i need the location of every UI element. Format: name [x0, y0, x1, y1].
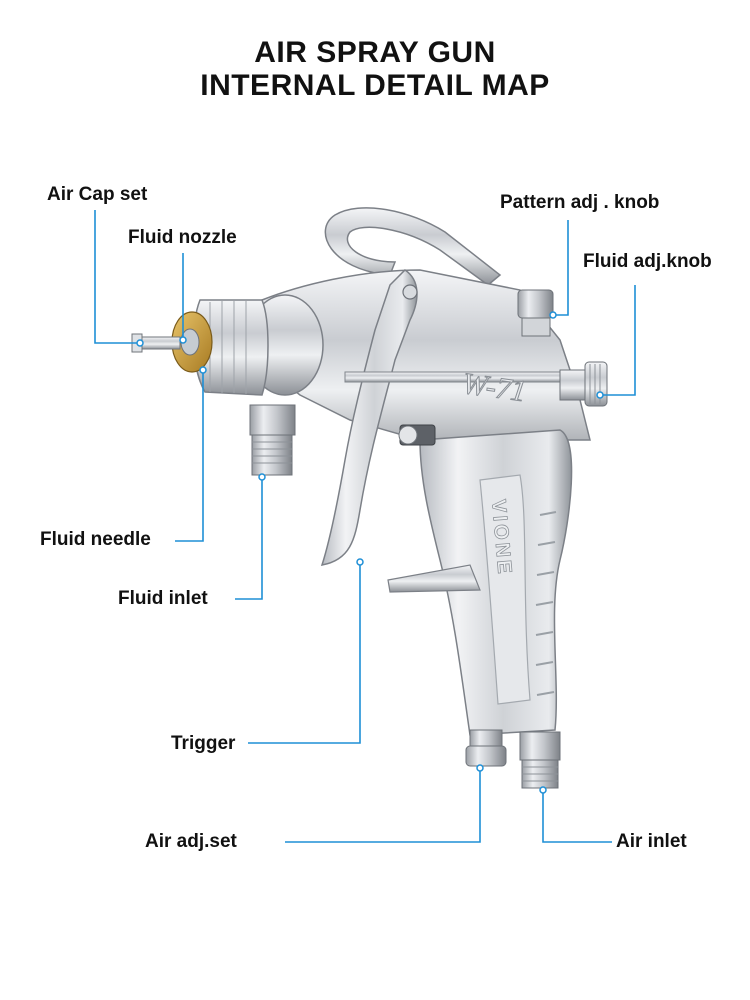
label-fluid-needle: Fluid needle — [40, 529, 151, 550]
leader-air-adj-set — [285, 768, 481, 843]
handle-brand-panel — [479, 474, 531, 705]
pattern-adj-knob — [517, 289, 554, 319]
air-adj-set-knob — [465, 745, 507, 767]
hanging-hook — [324, 207, 502, 286]
label-fluid-nozzle: Fluid nozzle — [128, 227, 237, 248]
fluid-adj-knob — [584, 361, 608, 407]
leader-fluid-needle — [175, 370, 204, 542]
leader-air-cap-set — [94, 210, 140, 344]
trigger-lever — [320, 269, 418, 566]
air-cap-horn — [137, 336, 181, 350]
trigger-pivot — [402, 284, 418, 300]
needle-rod — [344, 371, 576, 383]
finger-rest — [387, 564, 481, 593]
label-air-cap-set: Air Cap set — [47, 184, 148, 205]
diagram-title-line-1: AIR SPRAY GUN — [254, 36, 496, 69]
label-pattern-adj-knob: Pattern adj . knob — [500, 192, 660, 213]
fluid-adj-knob-stem — [559, 369, 589, 401]
fluid-inlet-thread — [251, 434, 293, 476]
diagram-title-line-2: INTERNAL DETAIL MAP — [200, 69, 550, 102]
fluid-inlet-hex — [249, 404, 296, 436]
leader-fluid-adj-knob — [600, 285, 636, 396]
leader-fluid-inlet — [235, 477, 263, 600]
handle-grip-ridges — [535, 511, 557, 696]
leader-end-dots — [136, 311, 604, 794]
air-adj-set-body — [469, 729, 503, 747]
leader-lines — [94, 210, 636, 843]
air-inlet-hex — [519, 731, 561, 761]
label-trigger: Trigger — [171, 733, 236, 754]
label-fluid-inlet: Fluid inlet — [118, 588, 208, 609]
leader-trigger — [248, 562, 361, 744]
label-fluid-adj-knob: Fluid adj.knob — [583, 251, 712, 272]
label-air-adj-set: Air adj.set — [145, 831, 237, 852]
leader-pattern-adj-knob — [553, 220, 569, 316]
leader-air-inlet — [542, 790, 612, 843]
label-air-inlet: Air inlet — [616, 831, 687, 852]
